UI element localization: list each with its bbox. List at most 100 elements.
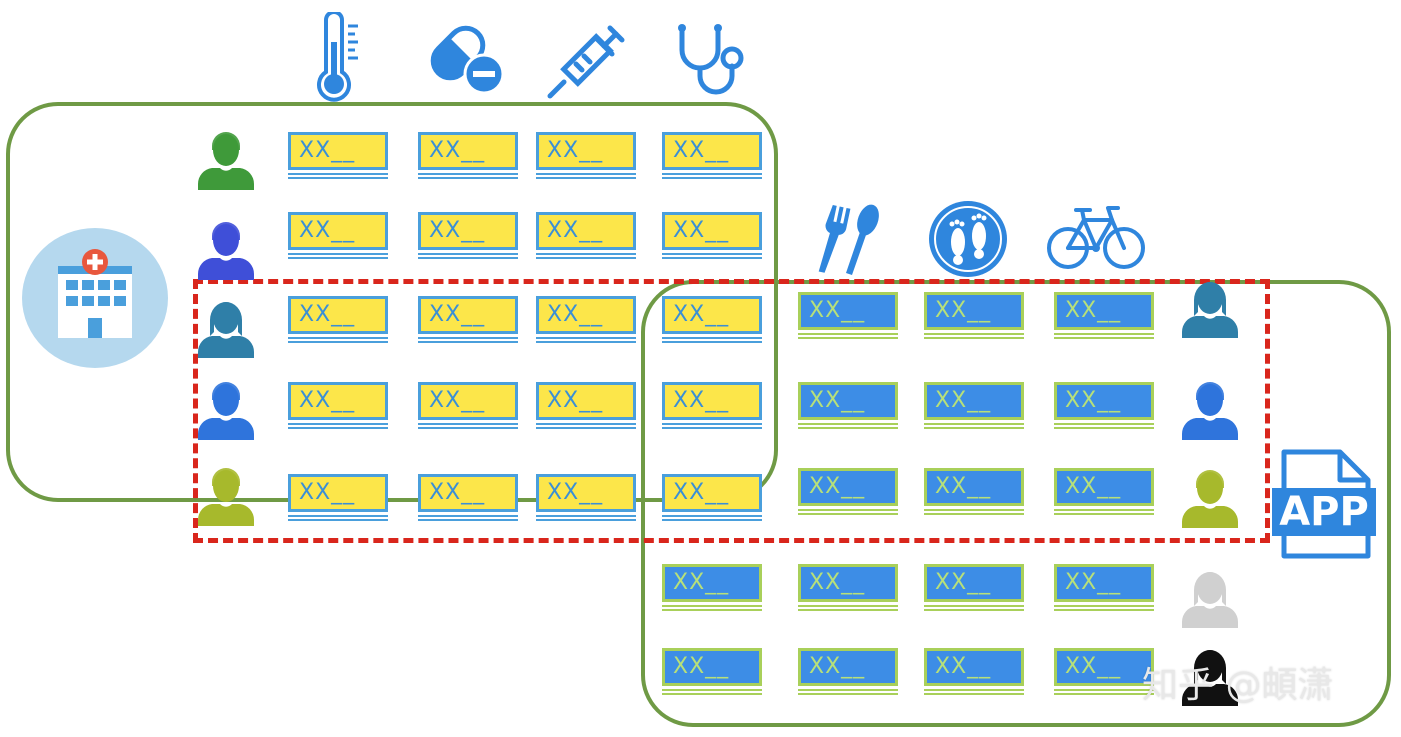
cell-underline xyxy=(662,257,762,259)
cell-underline xyxy=(1054,337,1154,339)
cell-box: XX__ xyxy=(536,212,636,250)
cell-box: XX__ xyxy=(1054,648,1154,686)
app-data-cell: XX__ xyxy=(798,564,898,614)
cell-placeholder-text: XX__ xyxy=(809,298,866,323)
hospital-data-cell: XX__ xyxy=(288,212,388,262)
cell-underline xyxy=(418,423,518,425)
cell-underline xyxy=(798,693,898,695)
app-data-cell: XX__ xyxy=(1054,382,1154,432)
cell-underline xyxy=(1054,693,1154,695)
cell-underline xyxy=(924,337,1024,339)
app-data-cell: XX__ xyxy=(1054,564,1154,614)
hospital-data-cell: XX__ xyxy=(288,474,388,524)
cell-placeholder-text: XX__ xyxy=(935,570,992,595)
cell-box: XX__ xyxy=(418,132,518,170)
cell-underline xyxy=(288,515,388,517)
hospital-data-cell: XX__ xyxy=(536,212,636,262)
hospital-data-cell: XX__ xyxy=(536,296,636,346)
cell-underline xyxy=(798,605,898,607)
cell-underline xyxy=(288,177,388,179)
cell-underline xyxy=(418,177,518,179)
app-data-cell: XX__ xyxy=(662,564,762,614)
cell-underline xyxy=(798,427,898,429)
cell-underline xyxy=(798,333,898,335)
cell-underline xyxy=(536,427,636,429)
cell-placeholder-text: XX__ xyxy=(809,388,866,413)
cell-placeholder-text: XX__ xyxy=(673,218,730,243)
syringe-icon xyxy=(546,24,626,100)
cell-underline xyxy=(536,519,636,521)
footprints-icon xyxy=(928,200,1008,278)
cell-underline xyxy=(662,693,762,695)
cell-underline xyxy=(288,257,388,259)
cell-underline xyxy=(798,423,898,425)
cell-box: XX__ xyxy=(924,648,1024,686)
cell-box: XX__ xyxy=(798,468,898,506)
hospital-data-cell: XX__ xyxy=(418,474,518,524)
cell-underline xyxy=(288,427,388,429)
cell-underline xyxy=(536,173,636,175)
hospital-patient-icon xyxy=(194,124,258,190)
cell-placeholder-text: XX__ xyxy=(673,138,730,163)
cell-underline xyxy=(418,519,518,521)
cell-underline xyxy=(418,337,518,339)
cell-box: XX__ xyxy=(418,296,518,334)
cell-underline xyxy=(662,341,762,343)
cell-placeholder-text: XX__ xyxy=(429,388,486,413)
cell-placeholder-text: XX__ xyxy=(547,138,604,163)
cell-underline xyxy=(662,689,762,691)
cell-box: XX__ xyxy=(798,648,898,686)
cell-underline xyxy=(798,513,898,515)
cell-placeholder-text: XX__ xyxy=(1065,474,1122,499)
utensils-icon xyxy=(814,202,884,276)
cell-placeholder-text: XX__ xyxy=(935,388,992,413)
app-user-icon xyxy=(1178,374,1242,440)
cell-underline xyxy=(288,253,388,255)
app-user-icon xyxy=(1178,272,1242,338)
cell-underline xyxy=(418,253,518,255)
cell-placeholder-text: XX__ xyxy=(673,654,730,679)
cell-box: XX__ xyxy=(536,132,636,170)
cell-placeholder-text: XX__ xyxy=(547,302,604,327)
cell-box: XX__ xyxy=(288,212,388,250)
cell-underline xyxy=(288,519,388,521)
cell-box: XX__ xyxy=(924,468,1024,506)
cell-placeholder-text: XX__ xyxy=(673,570,730,595)
app-data-cell: XX__ xyxy=(798,468,898,518)
app-data-cell: XX__ xyxy=(798,382,898,432)
app-data-cell: XX__ xyxy=(924,468,1024,518)
hospital-data-cell: XX__ xyxy=(662,296,762,346)
app-data-cell: XX__ xyxy=(662,648,762,698)
app-file-icon xyxy=(1270,448,1378,560)
cell-placeholder-text: XX__ xyxy=(299,302,356,327)
bicycle-icon xyxy=(1046,202,1146,272)
watermark: 知乎 @頔潇 xyxy=(1142,665,1334,706)
cell-box: XX__ xyxy=(288,296,388,334)
pill-icon xyxy=(428,22,506,96)
hospital-data-cell: XX__ xyxy=(418,212,518,262)
cell-underline xyxy=(536,341,636,343)
cell-underline xyxy=(924,689,1024,691)
cell-box: XX__ xyxy=(662,474,762,512)
cell-box: XX__ xyxy=(418,382,518,420)
cell-underline xyxy=(1054,333,1154,335)
hospital-data-cell: XX__ xyxy=(288,296,388,346)
cell-placeholder-text: XX__ xyxy=(547,218,604,243)
app-data-cell: XX__ xyxy=(1054,292,1154,342)
cell-box: XX__ xyxy=(288,474,388,512)
cell-underline xyxy=(662,609,762,611)
cell-underline xyxy=(924,693,1024,695)
cell-placeholder-text: XX__ xyxy=(1065,388,1122,413)
app-user-icon xyxy=(1178,462,1242,528)
hospital-data-cell: XX__ xyxy=(418,132,518,182)
cell-underline xyxy=(924,513,1024,515)
cell-underline xyxy=(924,605,1024,607)
cell-underline xyxy=(662,515,762,517)
cell-underline xyxy=(536,177,636,179)
cell-underline xyxy=(536,337,636,339)
cell-placeholder-text: XX__ xyxy=(547,388,604,413)
cell-placeholder-text: XX__ xyxy=(935,474,992,499)
cell-underline xyxy=(418,257,518,259)
cell-placeholder-text: XX__ xyxy=(809,474,866,499)
